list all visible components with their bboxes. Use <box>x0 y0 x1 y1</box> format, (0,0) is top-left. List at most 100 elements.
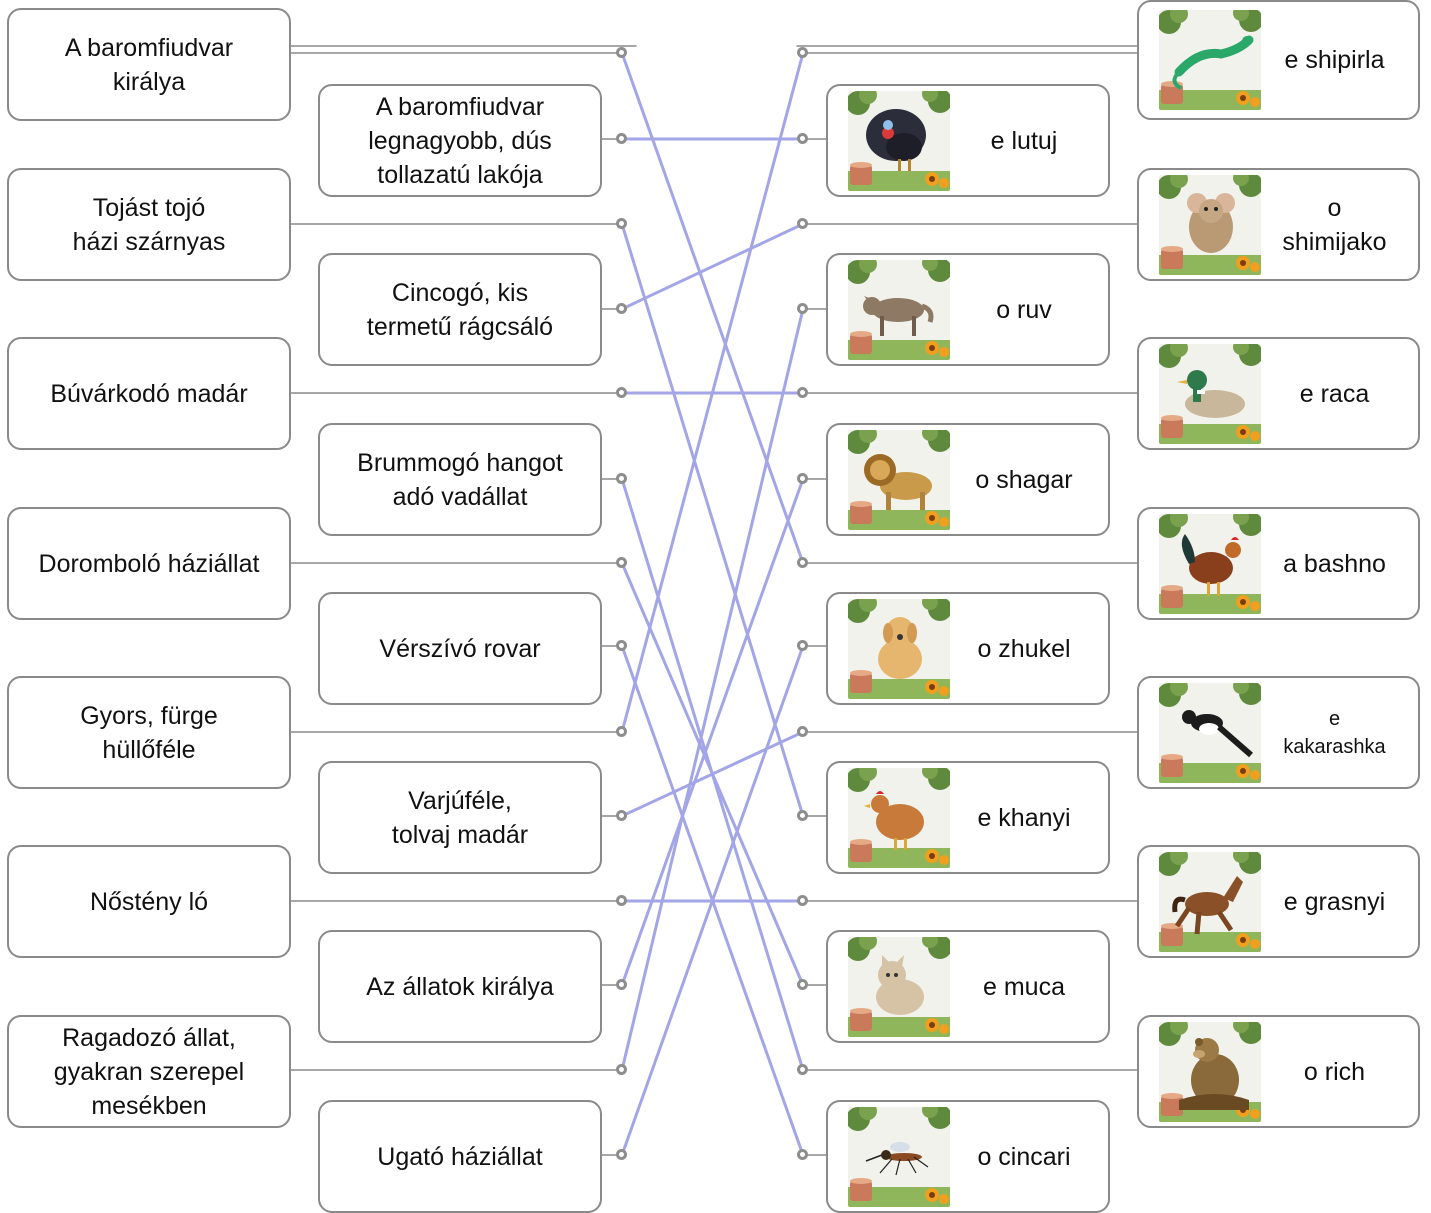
left-connector-dot[interactable] <box>616 979 627 990</box>
magpie-illustration <box>1159 682 1261 783</box>
left-card-text: Vérszívó rovar <box>379 634 541 663</box>
right-card-word: a bashno <box>1283 549 1386 578</box>
left-card-14[interactable]: Ugató háziállat <box>318 1100 602 1213</box>
left-connector-dot[interactable] <box>616 303 627 314</box>
right-card-5[interactable]: e raca <box>1137 337 1420 450</box>
connector-line <box>620 222 805 818</box>
cat-image <box>848 936 950 1037</box>
left-card-text: A baromfiudvar legnagyobb, dús tollazatú… <box>368 92 552 189</box>
right-connector-dot[interactable] <box>797 557 808 568</box>
left-connector-dot[interactable] <box>616 640 627 651</box>
left-connector-dot[interactable] <box>616 1149 627 1160</box>
left-card-9[interactable]: Gyors, fürge hüllőféle <box>7 676 291 789</box>
left-connector-dot[interactable] <box>616 1064 627 1075</box>
left-connector-dot[interactable] <box>616 47 627 58</box>
left-card-2[interactable]: A baromfiudvar legnagyobb, dús tollazatú… <box>318 84 602 197</box>
dog-illustration <box>848 598 950 699</box>
left-card-3[interactable]: Tojást tojó házi szárnyas <box>7 168 291 281</box>
lizard-illustration <box>1159 10 1261 110</box>
right-connector-dot[interactable] <box>797 979 808 990</box>
wolf-image <box>848 259 950 360</box>
left-card-text: Az állatok királya <box>366 972 554 1001</box>
bear-illustration <box>1159 1021 1261 1122</box>
left-card-text: Tojást tojó házi szárnyas <box>72 193 226 256</box>
magpie-image <box>1159 682 1261 783</box>
cat-illustration <box>848 936 950 1037</box>
turkey-image <box>848 90 950 191</box>
left-card-text: Doromboló háziállat <box>38 549 260 578</box>
right-card-word: o shimijako <box>1282 193 1387 256</box>
mosquito-illustration <box>848 1106 950 1207</box>
right-card-12[interactable]: e muca <box>826 930 1110 1043</box>
right-card-11[interactable]: e grasnyi <box>1137 845 1420 958</box>
left-card-text: Ugató háziállat <box>377 1142 543 1171</box>
right-card-word: e raca <box>1299 379 1370 408</box>
right-connector-dot[interactable] <box>797 218 808 229</box>
left-card-text: Gyors, fürge hüllőféle <box>80 701 218 764</box>
right-card-7[interactable]: a bashno <box>1137 507 1420 620</box>
left-card-text: A baromfiudvar királya <box>64 33 234 96</box>
left-card-6[interactable]: Brummogó hangot adó vadállat <box>318 423 602 536</box>
right-connector-dot[interactable] <box>797 1064 808 1075</box>
duck-illustration <box>1159 343 1261 444</box>
left-card-8[interactable]: Vérszívó rovar <box>318 592 602 705</box>
right-connector-dot[interactable] <box>797 640 808 651</box>
right-card-word: o ruv <box>996 295 1052 324</box>
left-connector-dot[interactable] <box>616 810 627 821</box>
right-connector-dot[interactable] <box>797 387 808 398</box>
right-card-word: e lutuj <box>990 126 1058 155</box>
left-card-13[interactable]: Ragadozó állat, gyakran szerepel mesékbe… <box>7 1015 291 1128</box>
mouse-illustration <box>1159 174 1261 275</box>
connector-line <box>620 307 805 1072</box>
connector-line <box>620 644 805 1157</box>
right-card-word: e kakarashka <box>1283 707 1386 758</box>
right-card-9[interactable]: e kakarashka <box>1137 676 1420 789</box>
right-card-14[interactable]: o cincari <box>826 1100 1110 1213</box>
right-connector-dot[interactable] <box>797 47 808 58</box>
left-connector-dot[interactable] <box>616 387 627 398</box>
right-connector-dot[interactable] <box>797 895 808 906</box>
lion-illustration <box>848 429 950 530</box>
turkey-illustration <box>848 90 950 191</box>
rooster-image <box>1159 513 1261 614</box>
left-connector-dot[interactable] <box>616 473 627 484</box>
right-card-2[interactable]: e lutuj <box>826 84 1110 197</box>
left-connector-dot[interactable] <box>616 218 627 229</box>
bear-image <box>1159 1021 1261 1122</box>
left-connector-dot[interactable] <box>616 133 627 144</box>
right-connector-dot[interactable] <box>797 303 808 314</box>
connector-line <box>620 730 805 818</box>
rooster-illustration <box>1159 513 1261 614</box>
right-connector-dot[interactable] <box>797 810 808 821</box>
connector-line <box>620 477 805 987</box>
left-connector-dot[interactable] <box>616 557 627 568</box>
left-card-text: Brummogó hangot adó vadállat <box>357 448 563 511</box>
right-connector-dot[interactable] <box>797 726 808 737</box>
horse-image <box>1159 851 1261 952</box>
right-card-8[interactable]: o zhukel <box>826 592 1110 705</box>
left-card-text: Varjúféle, tolvaj madár <box>391 786 529 849</box>
left-card-1[interactable]: A baromfiudvar királya <box>7 8 291 121</box>
right-card-word: o zhukel <box>977 634 1071 663</box>
right-connector-dot[interactable] <box>797 133 808 144</box>
left-connector-dot[interactable] <box>616 726 627 737</box>
right-card-4[interactable]: o ruv <box>826 253 1110 366</box>
right-card-word: e shipirla <box>1284 46 1385 74</box>
right-card-10[interactable]: e khanyi <box>826 761 1110 874</box>
left-card-10[interactable]: Varjúféle, tolvaj madár <box>318 761 602 874</box>
right-connector-dot[interactable] <box>797 1149 808 1160</box>
left-card-5[interactable]: Búvárkodó madár <box>7 337 291 450</box>
right-card-word: o rich <box>1303 1057 1366 1086</box>
right-connector-dot[interactable] <box>797 473 808 484</box>
left-card-11[interactable]: Nőstény ló <box>7 845 291 958</box>
left-connector-dot[interactable] <box>616 895 627 906</box>
right-card-6[interactable]: o shagar <box>826 423 1110 536</box>
right-card-3[interactable]: o shimijako <box>1137 168 1420 281</box>
left-card-12[interactable]: Az állatok királya <box>318 930 602 1043</box>
right-card-1[interactable]: e shipirla <box>1137 0 1420 120</box>
left-card-4[interactable]: Cincogó, kis termetű rágcsáló <box>318 253 602 366</box>
horse-illustration <box>1159 851 1261 952</box>
right-card-13[interactable]: o rich <box>1137 1015 1420 1128</box>
right-card-word: e grasnyi <box>1283 887 1386 916</box>
left-card-7[interactable]: Doromboló háziállat <box>7 507 291 620</box>
